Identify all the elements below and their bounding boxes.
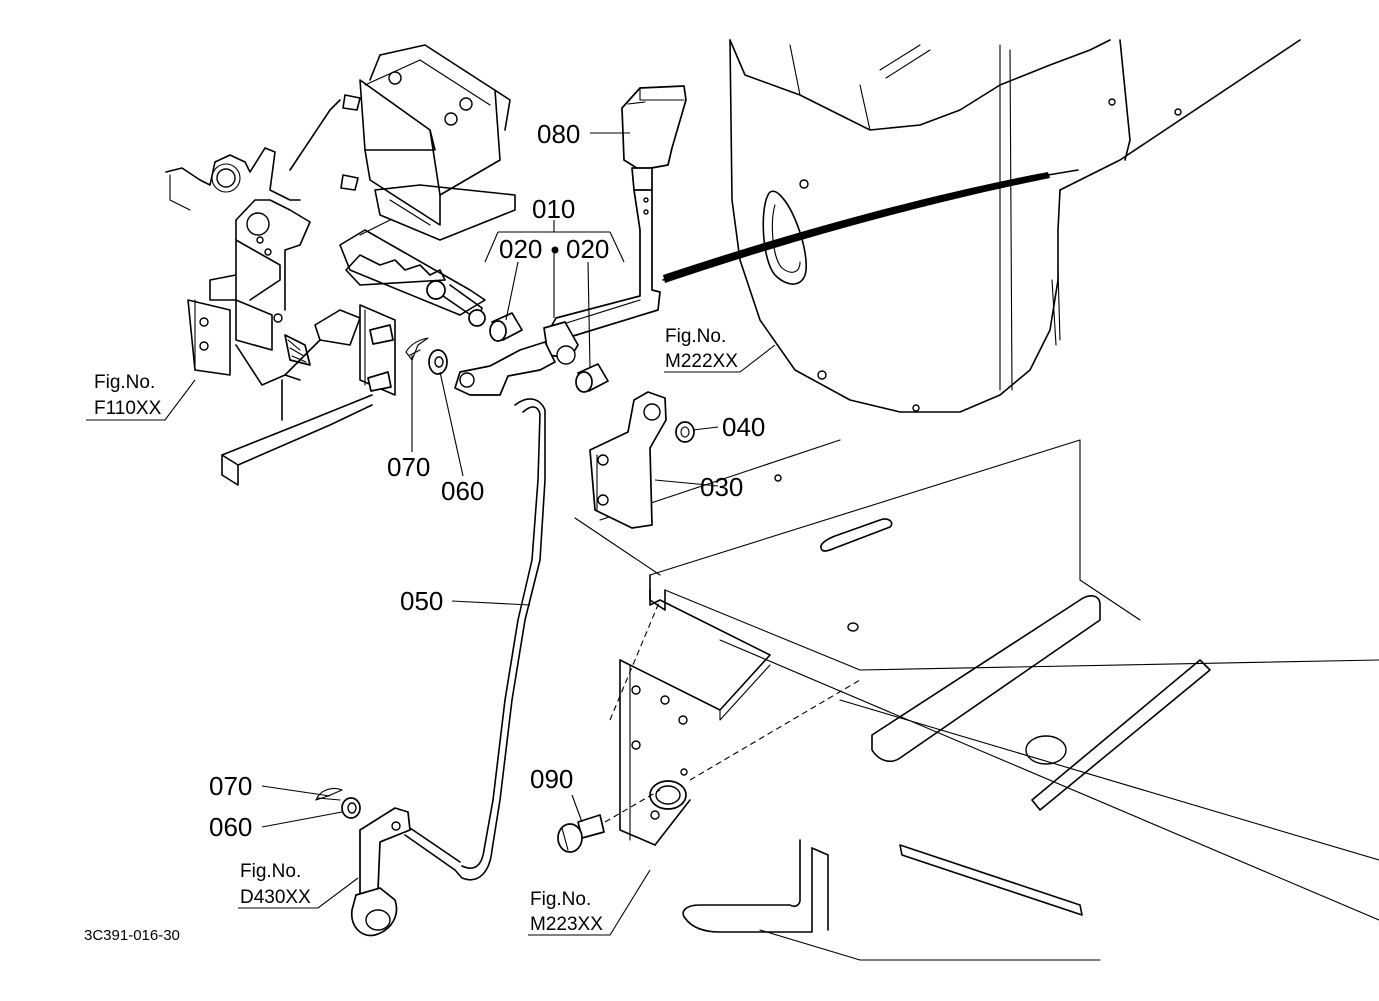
label-020-left: 020 [499,234,542,264]
lower-lever [350,807,411,937]
label-070-upper: 070 [387,452,430,482]
fig-ref-d430-line1: Fig.No. [240,861,301,882]
fig-ref-m223-line1: Fig.No. [530,889,591,910]
pin-070-lower [315,787,343,801]
fig-ref-f110-line1: Fig.No. [94,372,155,393]
fig-ref-m222-line1: Fig.No. [665,326,726,347]
label-080: 080 [537,119,580,149]
shift-lever-010 [454,169,1079,396]
label-050: 050 [400,586,443,616]
arm-030 [589,391,667,529]
label-040: 040 [722,412,765,442]
bracket-with-bolts [284,304,396,396]
leader-lines [86,132,776,936]
slotted-detent-plate [339,219,486,327]
bolt-090 [557,789,661,853]
label-060-lower: 060 [209,812,252,842]
label-020-right: 020 [566,234,609,264]
left-lever-assembly [165,44,516,486]
fig-ref-m222-line2: M222XX [665,351,738,372]
mounting-bracket-plate [609,589,861,846]
label-010: 010 [532,194,575,224]
fig-ref-f110-line2: F110XX [94,398,162,419]
diagram-code: 3C391-016-30 [84,927,180,944]
fig-ref-m223-line2: M223XX [530,914,603,935]
clip-040 [675,421,695,443]
assembly-dot [551,246,559,254]
pin-070-upper [405,337,429,361]
washer-060-upper [428,349,448,375]
rod-050 [404,398,546,881]
washer-060-lower [341,797,361,819]
label-090: 090 [530,764,573,794]
bushing-020-right [575,363,609,393]
label-070-lower: 070 [209,771,252,801]
bushing-020-left [489,312,523,342]
figure-references: Fig.No. F110XX Fig.No. M222XX Fig.No. D4… [94,326,738,935]
label-030: 030 [700,472,743,502]
fender-housing [729,39,1301,413]
part-labels: 080 010 020 020 040 030 070 060 050 090 … [209,119,765,842]
knob-080 [621,85,687,191]
label-060-upper: 060 [441,476,484,506]
floor-plate [574,439,1379,961]
fig-ref-d430-line2: D430XX [240,887,311,908]
